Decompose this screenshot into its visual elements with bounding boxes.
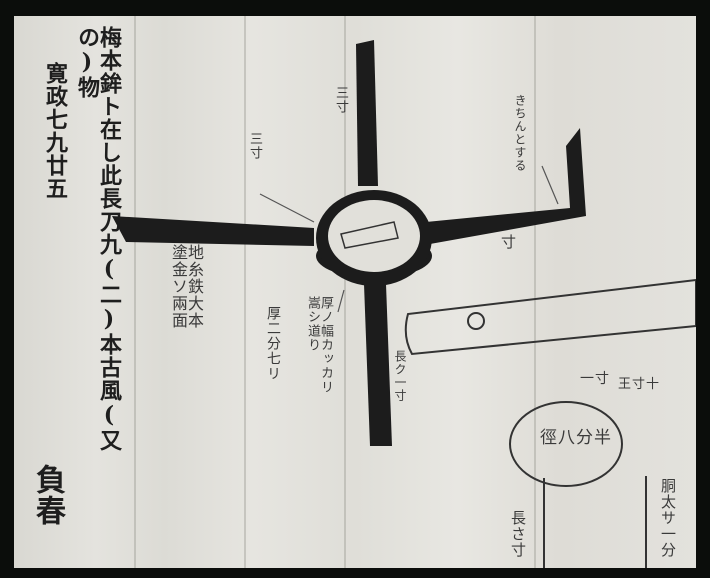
- label-handle-1: 一寸: [580, 371, 610, 387]
- document-date: 寛政七九廿五: [42, 62, 68, 200]
- document-title: 梅本鉾ト在し此長刀九(二)本古風(又の)物: [74, 26, 122, 452]
- label-lower-center: 長ク一寸: [393, 350, 407, 402]
- signature: 負春: [30, 464, 65, 526]
- document-paper: 梅本鉾ト在し此長刀九(二)本古風(又の)物 寛政七九廿五 負春 三寸 三寸 きち…: [14, 16, 696, 568]
- paper-fold: [534, 16, 536, 568]
- leader-line: [541, 165, 559, 205]
- lower-shaft: [364, 284, 392, 446]
- upper-blade: [356, 40, 378, 186]
- label-lower-left: 地糸鉄大本 塗金ソ兩面: [169, 244, 204, 329]
- right-arm: [426, 128, 586, 244]
- label-right-arm: 寸: [499, 234, 517, 250]
- label-right-tip: きちんとする: [513, 94, 527, 172]
- tsuba-slot: [340, 221, 399, 249]
- leader-line: [337, 289, 345, 313]
- handle-outline: [404, 278, 696, 356]
- label-bottom-left: 長さ寸: [509, 510, 527, 558]
- label-bottom-right: 胴太サ一分: [659, 478, 677, 558]
- label-circle: 徑八分半: [540, 428, 612, 448]
- label-lower-mid1: 厚二分七リ: [265, 306, 281, 381]
- spear-drawing: [112, 40, 696, 568]
- leader-line: [259, 193, 315, 223]
- paper-fold: [244, 16, 246, 568]
- left-arm: [112, 216, 314, 246]
- label-top-blade: 三寸: [333, 86, 348, 114]
- cross-section-circle: [509, 401, 623, 487]
- paper-fold: [344, 16, 346, 568]
- label-left-upper: 三寸: [247, 132, 262, 160]
- paper-fold: [134, 16, 136, 568]
- handle-hole: [467, 312, 485, 330]
- label-handle-2: 王寸十: [618, 377, 661, 392]
- label-lower-mid2: 厚ノ幅カッカリ 嵩シ道り: [305, 296, 333, 394]
